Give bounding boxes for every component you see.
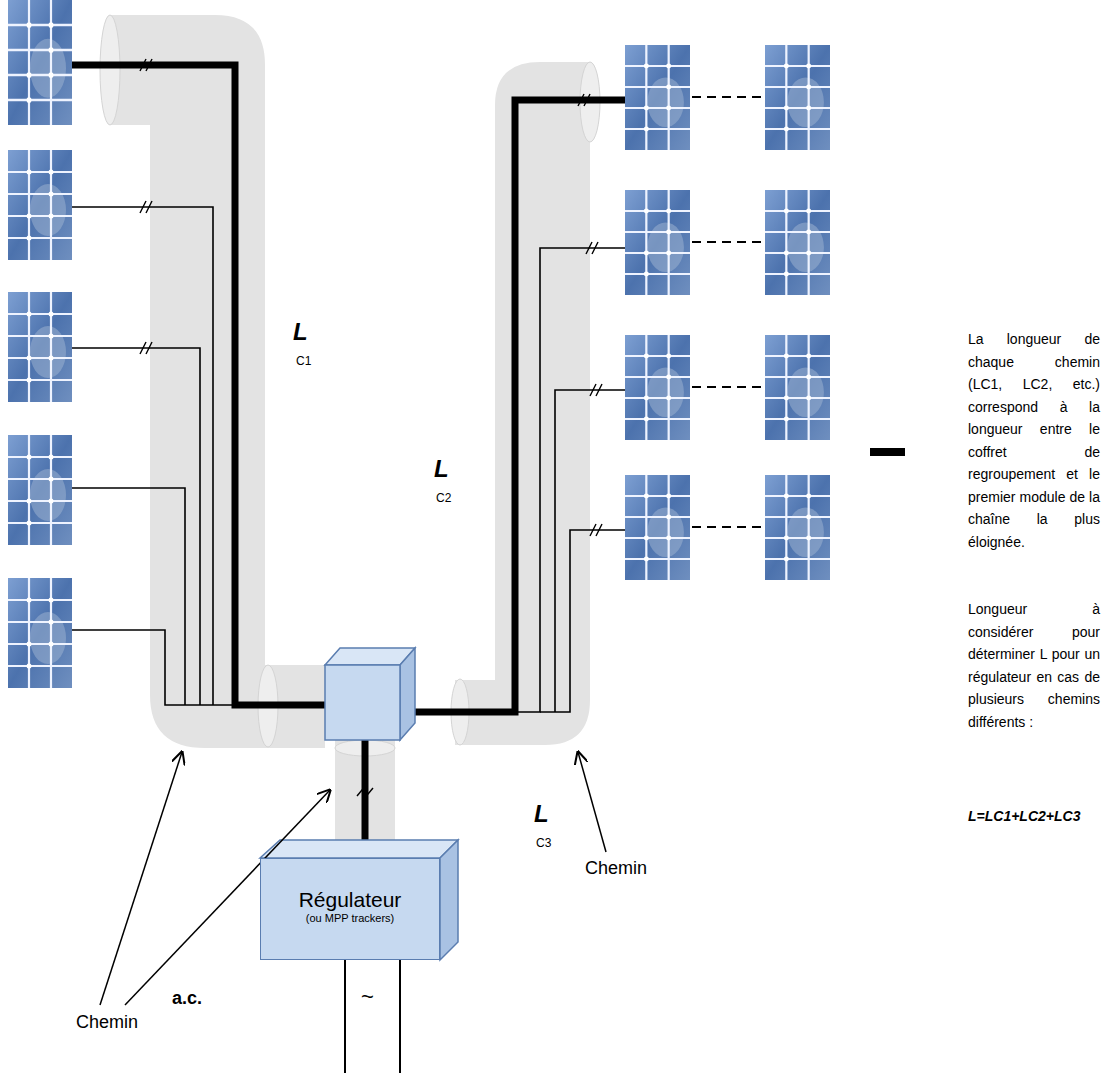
regulator-box: Régulateur(ou MPP trackers) (260, 858, 440, 960)
callout-text: Chemin (585, 858, 647, 879)
box-subtitle: (ou MPP trackers) (306, 912, 394, 924)
regulator-box-3d (260, 840, 458, 960)
combiner-box (325, 648, 415, 740)
length-index: C3 (536, 837, 551, 851)
note-text: Longueur à considérer pour déterminer L … (968, 598, 1100, 733)
dc-wire (72, 65, 625, 1073)
length-index: C1 (296, 355, 311, 369)
ac-symbol: ~ (361, 984, 374, 1009)
box-title: Régulateur (299, 888, 402, 912)
conductor-tick (140, 59, 602, 800)
callout-text: Chemin (76, 1012, 138, 1033)
length-symbol: L (434, 455, 449, 483)
output-label: a.c. (172, 988, 202, 1009)
note-pointer (870, 448, 905, 456)
pv-module (8, 0, 830, 688)
length-symbol: L (534, 800, 549, 828)
length-symbol: L (293, 318, 308, 346)
string-link (692, 97, 763, 527)
note-text: La longueur de chaque chemin (LC1, LC2, … (968, 328, 1100, 553)
formula-text: L=LC1+LC2+LC3 (968, 808, 1080, 824)
cable-conduit (100, 15, 600, 840)
length-index: C2 (436, 492, 451, 506)
callout-arrow (100, 752, 606, 1005)
